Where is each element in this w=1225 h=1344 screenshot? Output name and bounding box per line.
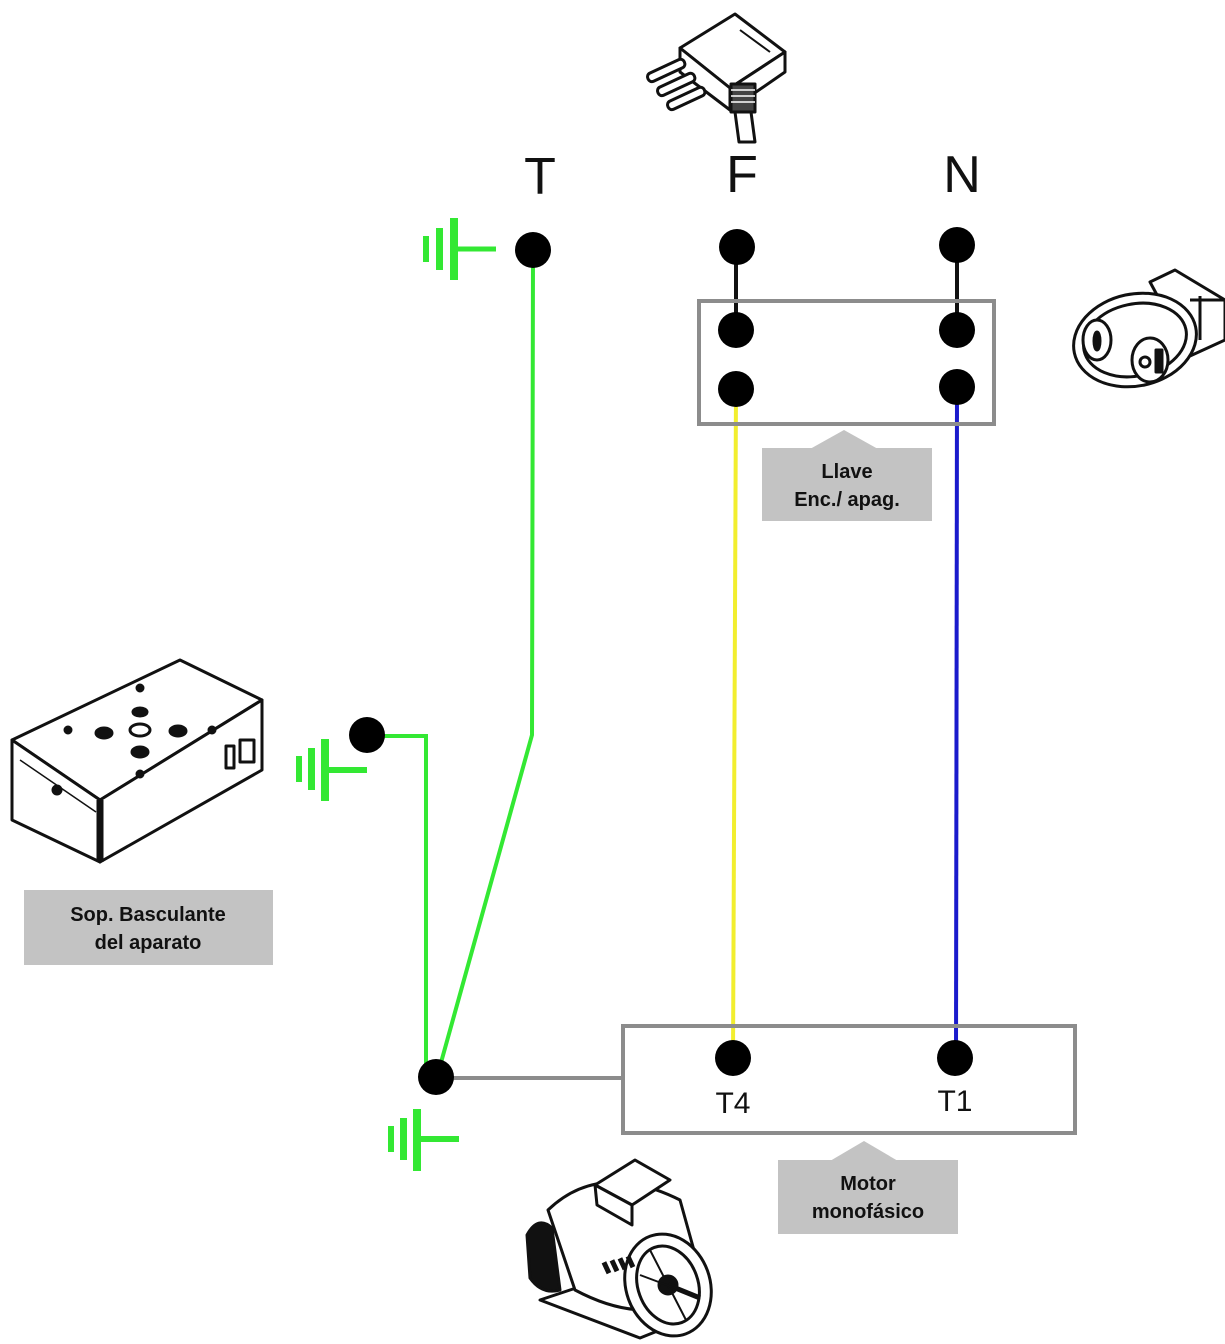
support-label-line1: Sop. Basculante <box>70 904 226 926</box>
node-switch-neutral-out <box>939 369 975 405</box>
node-motor-t4 <box>715 1040 751 1076</box>
motor-terminal-label-left: T4 <box>715 1087 750 1120</box>
neutral-wire <box>954 387 959 1058</box>
rocker-switch-icon <box>1072 268 1225 389</box>
motor-terminal-label-right: T1 <box>937 1085 972 1118</box>
motor-box <box>621 1024 1077 1135</box>
node-switch-neutral-in <box>939 312 975 348</box>
node-ground-terminal <box>515 232 551 268</box>
switch-box <box>697 299 996 426</box>
terminal-label-ground: T <box>524 148 556 206</box>
motor-label-line2: monofásico <box>812 1201 924 1223</box>
node-switch-phase-in <box>718 312 754 348</box>
node-motor-ground <box>418 1059 454 1095</box>
node-support-ground <box>349 717 385 753</box>
terminal-label-phase: F <box>726 146 758 204</box>
node-motor-t1 <box>937 1040 973 1076</box>
node-phase-terminal <box>719 229 755 265</box>
electric-motor-icon <box>525 1158 713 1340</box>
node-switch-phase-out <box>718 371 754 407</box>
connection-nodes <box>349 227 975 1095</box>
ground-wire-main <box>435 251 535 1078</box>
switch-label-line1: Llave <box>821 461 872 483</box>
ground-wire-support <box>368 734 428 1076</box>
support-label-box <box>24 890 273 965</box>
ground-symbol-icon <box>423 218 458 280</box>
ground-symbol-icon <box>296 739 367 801</box>
motor-label-pointer <box>830 1141 898 1161</box>
node-neutral-terminal <box>939 227 975 263</box>
switch-label-line2: Enc./ apag. <box>794 489 900 511</box>
tilting-support-box-icon <box>10 658 264 864</box>
terminal-label-neutral: N <box>943 146 981 204</box>
ground-symbol-icon <box>388 1109 459 1171</box>
plug-icon <box>645 12 787 144</box>
switch-label-pointer <box>810 430 878 449</box>
phase-wire <box>731 387 738 1058</box>
switch-label-box <box>762 448 932 521</box>
motor-label-box <box>778 1160 958 1234</box>
support-label-line2: del aparato <box>95 932 202 954</box>
motor-label-line1: Motor <box>840 1173 896 1195</box>
